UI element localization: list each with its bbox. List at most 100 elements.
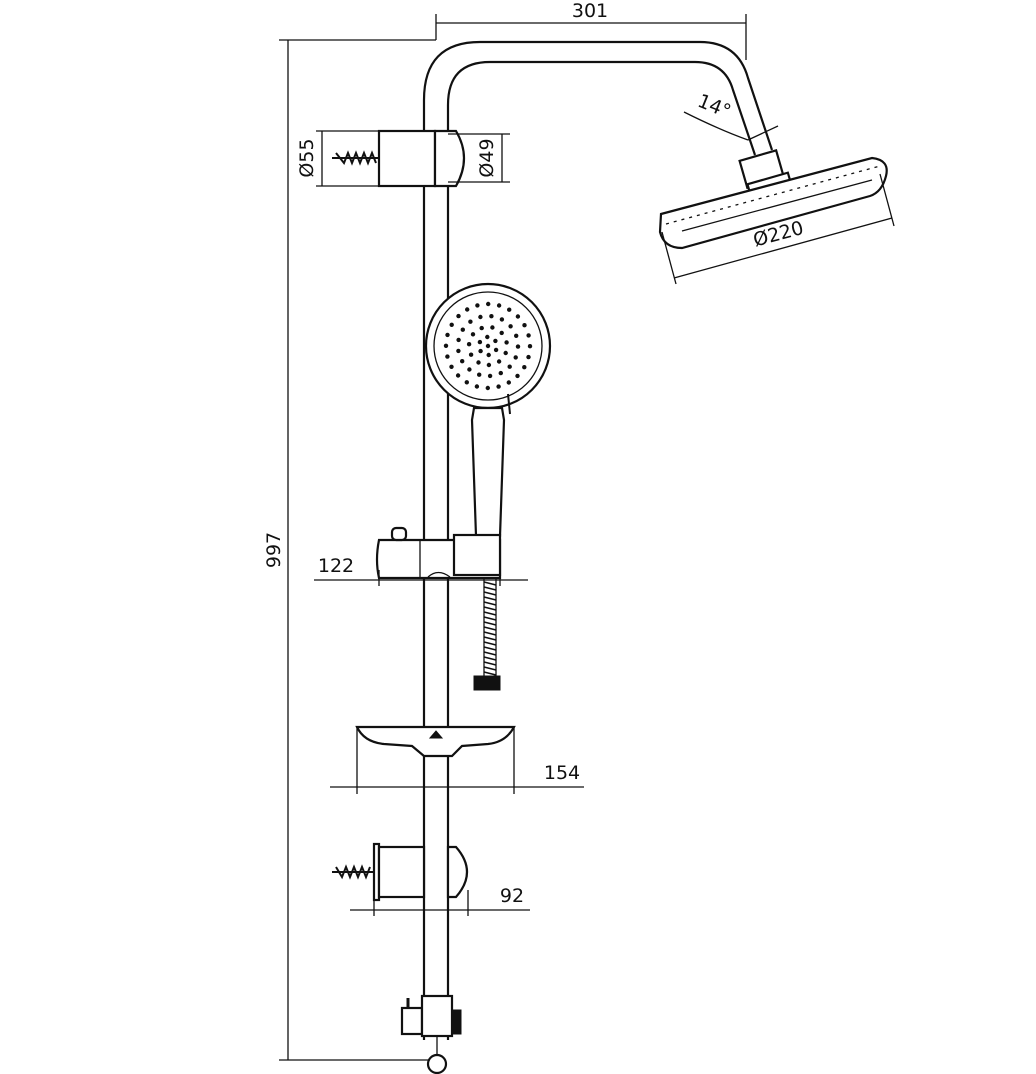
hose-coil [483,621,497,626]
hose-coil [483,666,497,671]
nozzle-dot [470,332,476,337]
diverter-valve [400,994,462,1074]
dimension-label-total-height: 997 [263,532,285,568]
hose-coil [483,646,497,651]
nozzle-dot [478,314,483,320]
hand-shower [424,282,552,538]
hose-coil [483,651,497,656]
nozzle-dot [467,367,472,372]
nozzle-dot [493,338,498,344]
nozzle-dot [486,301,491,307]
nozzle-dot [486,362,492,368]
nozzle-dot [475,303,480,308]
nozzle-dot [490,325,495,330]
hose-coil [483,626,497,631]
nozzle-dot [507,364,512,369]
nozzle-dot [489,314,494,319]
dimension-lines [279,14,895,1061]
nozzle-dot [514,333,519,338]
nozzle-dot [460,327,465,332]
wall-screw-upper [332,150,379,166]
nozzle-dot [445,332,450,338]
nozzle-dot [474,384,480,389]
nozzle-dot [515,314,521,319]
nozzle-dot [486,352,491,358]
hose-coil [483,601,497,606]
nozzle-dot [522,365,527,370]
nozzle-dot [515,373,520,379]
soap-dish [355,725,516,758]
hose-coil [483,591,497,596]
nozzle-dot [496,384,501,389]
nozzle-dot [487,373,493,379]
wall-screw-lower [332,864,374,880]
nozzle-dot [504,340,509,345]
nozzle-dot [456,337,461,343]
lower-wall-bracket [332,842,469,902]
hose-coil [483,636,497,641]
nozzle-dot [449,364,454,369]
nozzle-dot [508,324,513,329]
nozzle-dot [468,352,474,357]
nozzle-dot [515,344,521,349]
rain-shower-head [658,148,888,250]
dimension-label-slider-projection: 122 [318,555,354,577]
hose-coil [483,586,497,591]
nozzle-dot [464,380,469,385]
upper-wall-bracket [332,129,466,188]
dimension-label-top-arm: 301 [572,0,608,22]
nozzle-dot [526,354,531,360]
hose-coil [483,656,497,661]
hose-coil [483,611,497,616]
hose-coil [483,631,497,636]
nozzle-dot [477,339,483,345]
hose-coil [483,606,497,611]
hose-coil [483,671,497,676]
nozzle-dot [466,342,472,347]
nozzle-dot [465,307,470,312]
nozzle-dot [477,372,482,377]
nozzle-dot [460,359,465,364]
nozzle-dot [479,325,484,331]
nozzle-dot [526,333,531,338]
sliding-holder [375,526,502,580]
nozzle-dot [506,380,511,385]
nozzle-dot [468,319,473,324]
nozzle-dot [499,330,504,336]
nozzle-dot [445,354,450,359]
hand-shower-nozzles [443,301,533,391]
nozzle-dot [485,343,491,349]
nozzle-dot [493,347,499,353]
nozzle-dot [455,373,461,378]
nozzle-dot [503,350,508,356]
nozzle-dot [522,323,527,328]
nozzle-dot [456,348,461,354]
nozzle-dot [527,344,533,349]
nozzle-dot [513,355,518,360]
hose-coil [483,616,497,621]
dimension-label-tilt-angle: 14° [695,90,734,123]
dimension-label-lower-bracket-projection: 92 [500,885,524,907]
shower-hose [473,578,501,691]
nozzle-dot [496,359,502,364]
nozzle-dot [443,343,449,348]
hose-coil [483,641,497,646]
nozzle-dot [449,322,454,327]
hose-coil [483,661,497,666]
nozzle-dot [498,370,503,376]
dimension-label-wall-bracket-diameter: Ø55 [296,138,318,177]
dimension-label-soap-dish-width: 154 [544,762,580,784]
nozzle-dot [485,385,490,391]
nozzle-dot [456,313,461,319]
nozzle-dot [476,360,481,365]
hose-coil [483,581,497,586]
nozzle-dot [496,303,502,308]
hose-coil [483,596,497,601]
nozzle-dot [507,307,512,312]
dimension-label-rail-diameter: Ø49 [476,138,498,177]
nozzle-dot [478,348,483,354]
nozzle-dot [485,334,490,340]
riser-rail [422,40,774,1040]
nozzle-dot [499,317,505,322]
